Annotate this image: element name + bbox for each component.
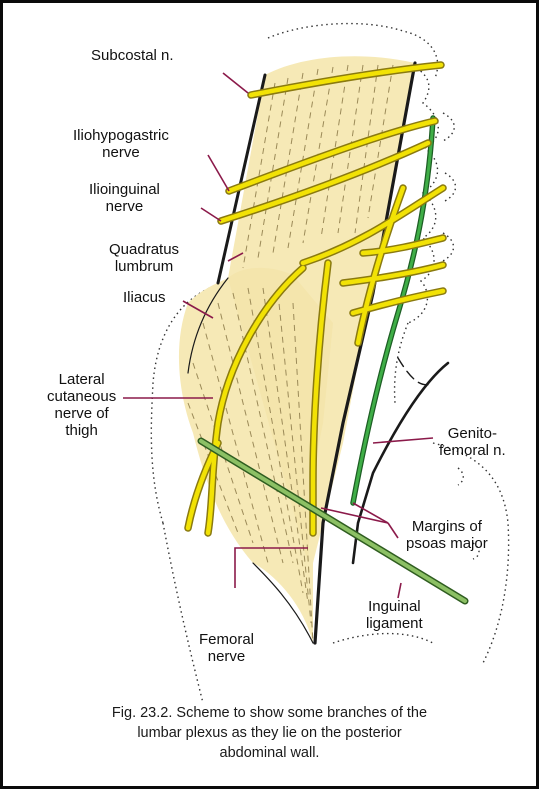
psoas-margins-label: Margins of psoas major (406, 518, 488, 552)
quadratus-label: Quadratus lumbrum (109, 241, 179, 275)
subcostal-label: Subcostal n. (91, 47, 174, 64)
ilioinguinal-label: Ilioinguinal nerve (89, 181, 160, 215)
iliacus-label: Iliacus (123, 289, 166, 306)
iliohypogastric-label: Iliohypogastric nerve (73, 127, 169, 161)
genitofemoral-label: Genito- femoral n. (439, 425, 506, 459)
femoral-nerve-label: Femoral nerve (199, 631, 254, 665)
inguinal-ligament-label: Inguinal ligament (366, 598, 423, 632)
lateral-cutaneous-label: Lateral cutaneous nerve of thigh (47, 371, 116, 439)
figure-caption: Fig. 23.2. Scheme to show some branches … (13, 703, 526, 763)
